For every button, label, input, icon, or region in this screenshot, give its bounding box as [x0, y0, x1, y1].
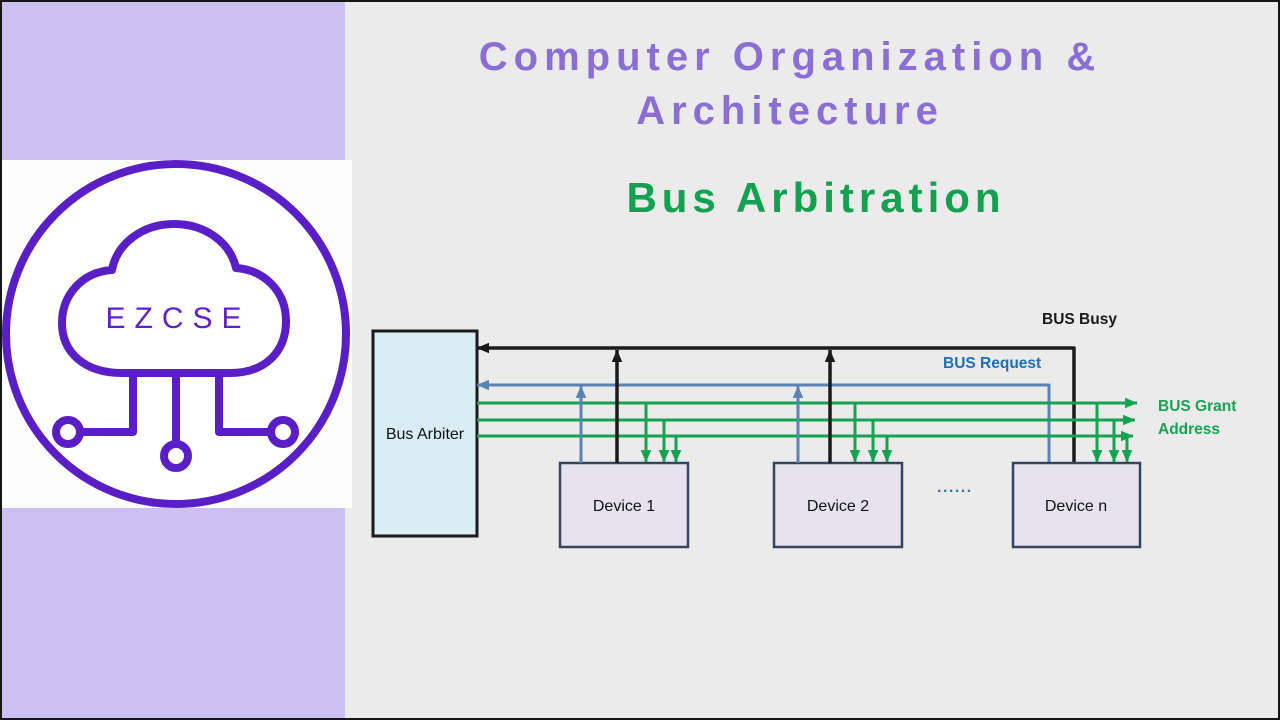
device-1-box — [558, 461, 690, 549]
bus-arbiter-label: Bus Arbiter — [386, 426, 465, 443]
course-title-line1: Computer Organization & — [478, 35, 1102, 79]
logo-node-right — [267, 416, 299, 448]
device-2-label: Device 2 — [807, 498, 869, 515]
device-2-box — [772, 461, 904, 549]
course-title: Computer Organization & Architecture — [352, 30, 1280, 138]
course-title-line2: Architecture — [636, 89, 944, 133]
bus-request-line — [476, 379, 1051, 463]
device-1-label: Device 1 — [593, 498, 655, 515]
bus-request-label: BUS Request — [943, 355, 1041, 372]
logo-stem-right — [215, 373, 269, 436]
logo-node-left — [52, 416, 84, 448]
address-label: Address — [1158, 421, 1220, 438]
logo-stem-left — [82, 373, 137, 436]
logo-band: EZCSE — [0, 160, 352, 508]
bus-grant-label: BUS Grant — [1158, 398, 1236, 415]
bus-arbiter-box — [371, 329, 479, 538]
bus-busy-line — [476, 342, 1076, 463]
ezcse-logo: EZCSE — [2, 160, 350, 508]
bus-arbitration-diagram: Bus Arbiter Device 1 Device 2 Device n B… — [371, 311, 1236, 549]
device-ellipsis: ...... — [937, 479, 973, 496]
logo-node-middle — [160, 440, 192, 472]
cloud-icon — [58, 220, 290, 377]
logo-text: EZCSE — [105, 302, 250, 335]
device-n-box — [1011, 461, 1142, 549]
device-n-label: Device n — [1045, 498, 1107, 515]
bus-busy-label: BUS Busy — [1042, 311, 1117, 328]
slide-subtitle: Bus Arbitration — [626, 174, 1006, 221]
